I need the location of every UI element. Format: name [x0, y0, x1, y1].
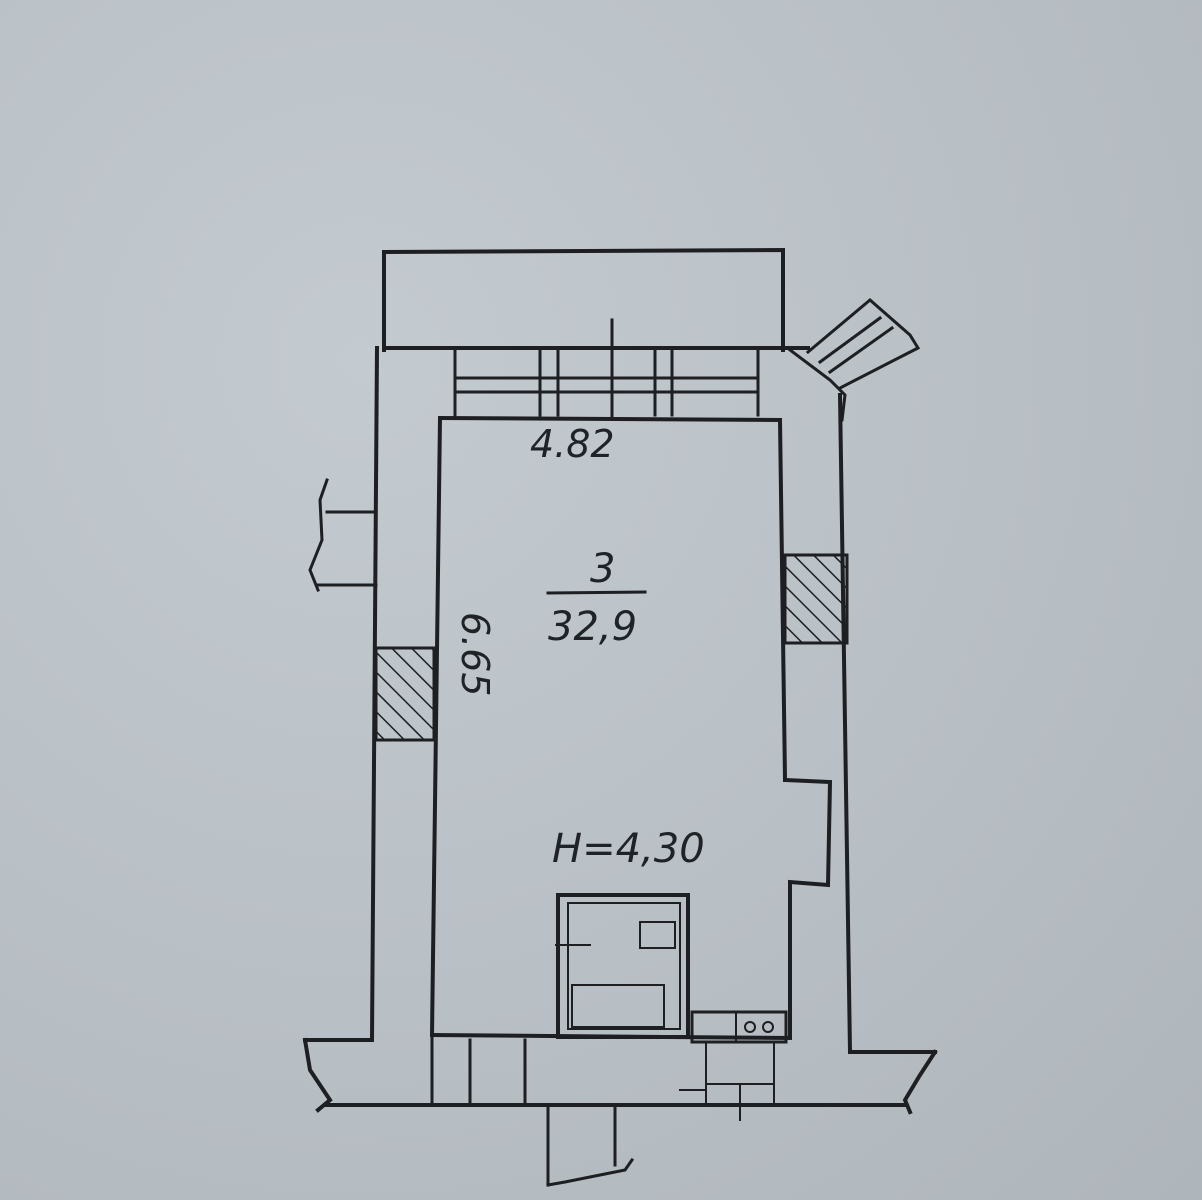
hatched-column-left: [374, 646, 436, 742]
hatched-column-right: [783, 553, 849, 645]
corner-vent: [787, 298, 921, 422]
width-label: 4.82: [530, 422, 615, 466]
outer-walls: [302, 345, 938, 1115]
room-area: 32,9: [548, 604, 637, 650]
room-number: 3: [590, 546, 615, 592]
left-wall-break: [308, 478, 378, 592]
bathroom-block: [555, 893, 690, 1039]
length-label: 6.65: [453, 612, 497, 697]
inner-walls: [429, 415, 833, 1041]
ceiling-height-label: H=4,30: [552, 826, 705, 872]
balcony: [382, 247, 785, 352]
area-fraction-line: [546, 590, 647, 595]
kitchen-unit: [679, 1010, 788, 1121]
window: [453, 318, 760, 420]
bottom-corridor: [430, 1033, 635, 1187]
